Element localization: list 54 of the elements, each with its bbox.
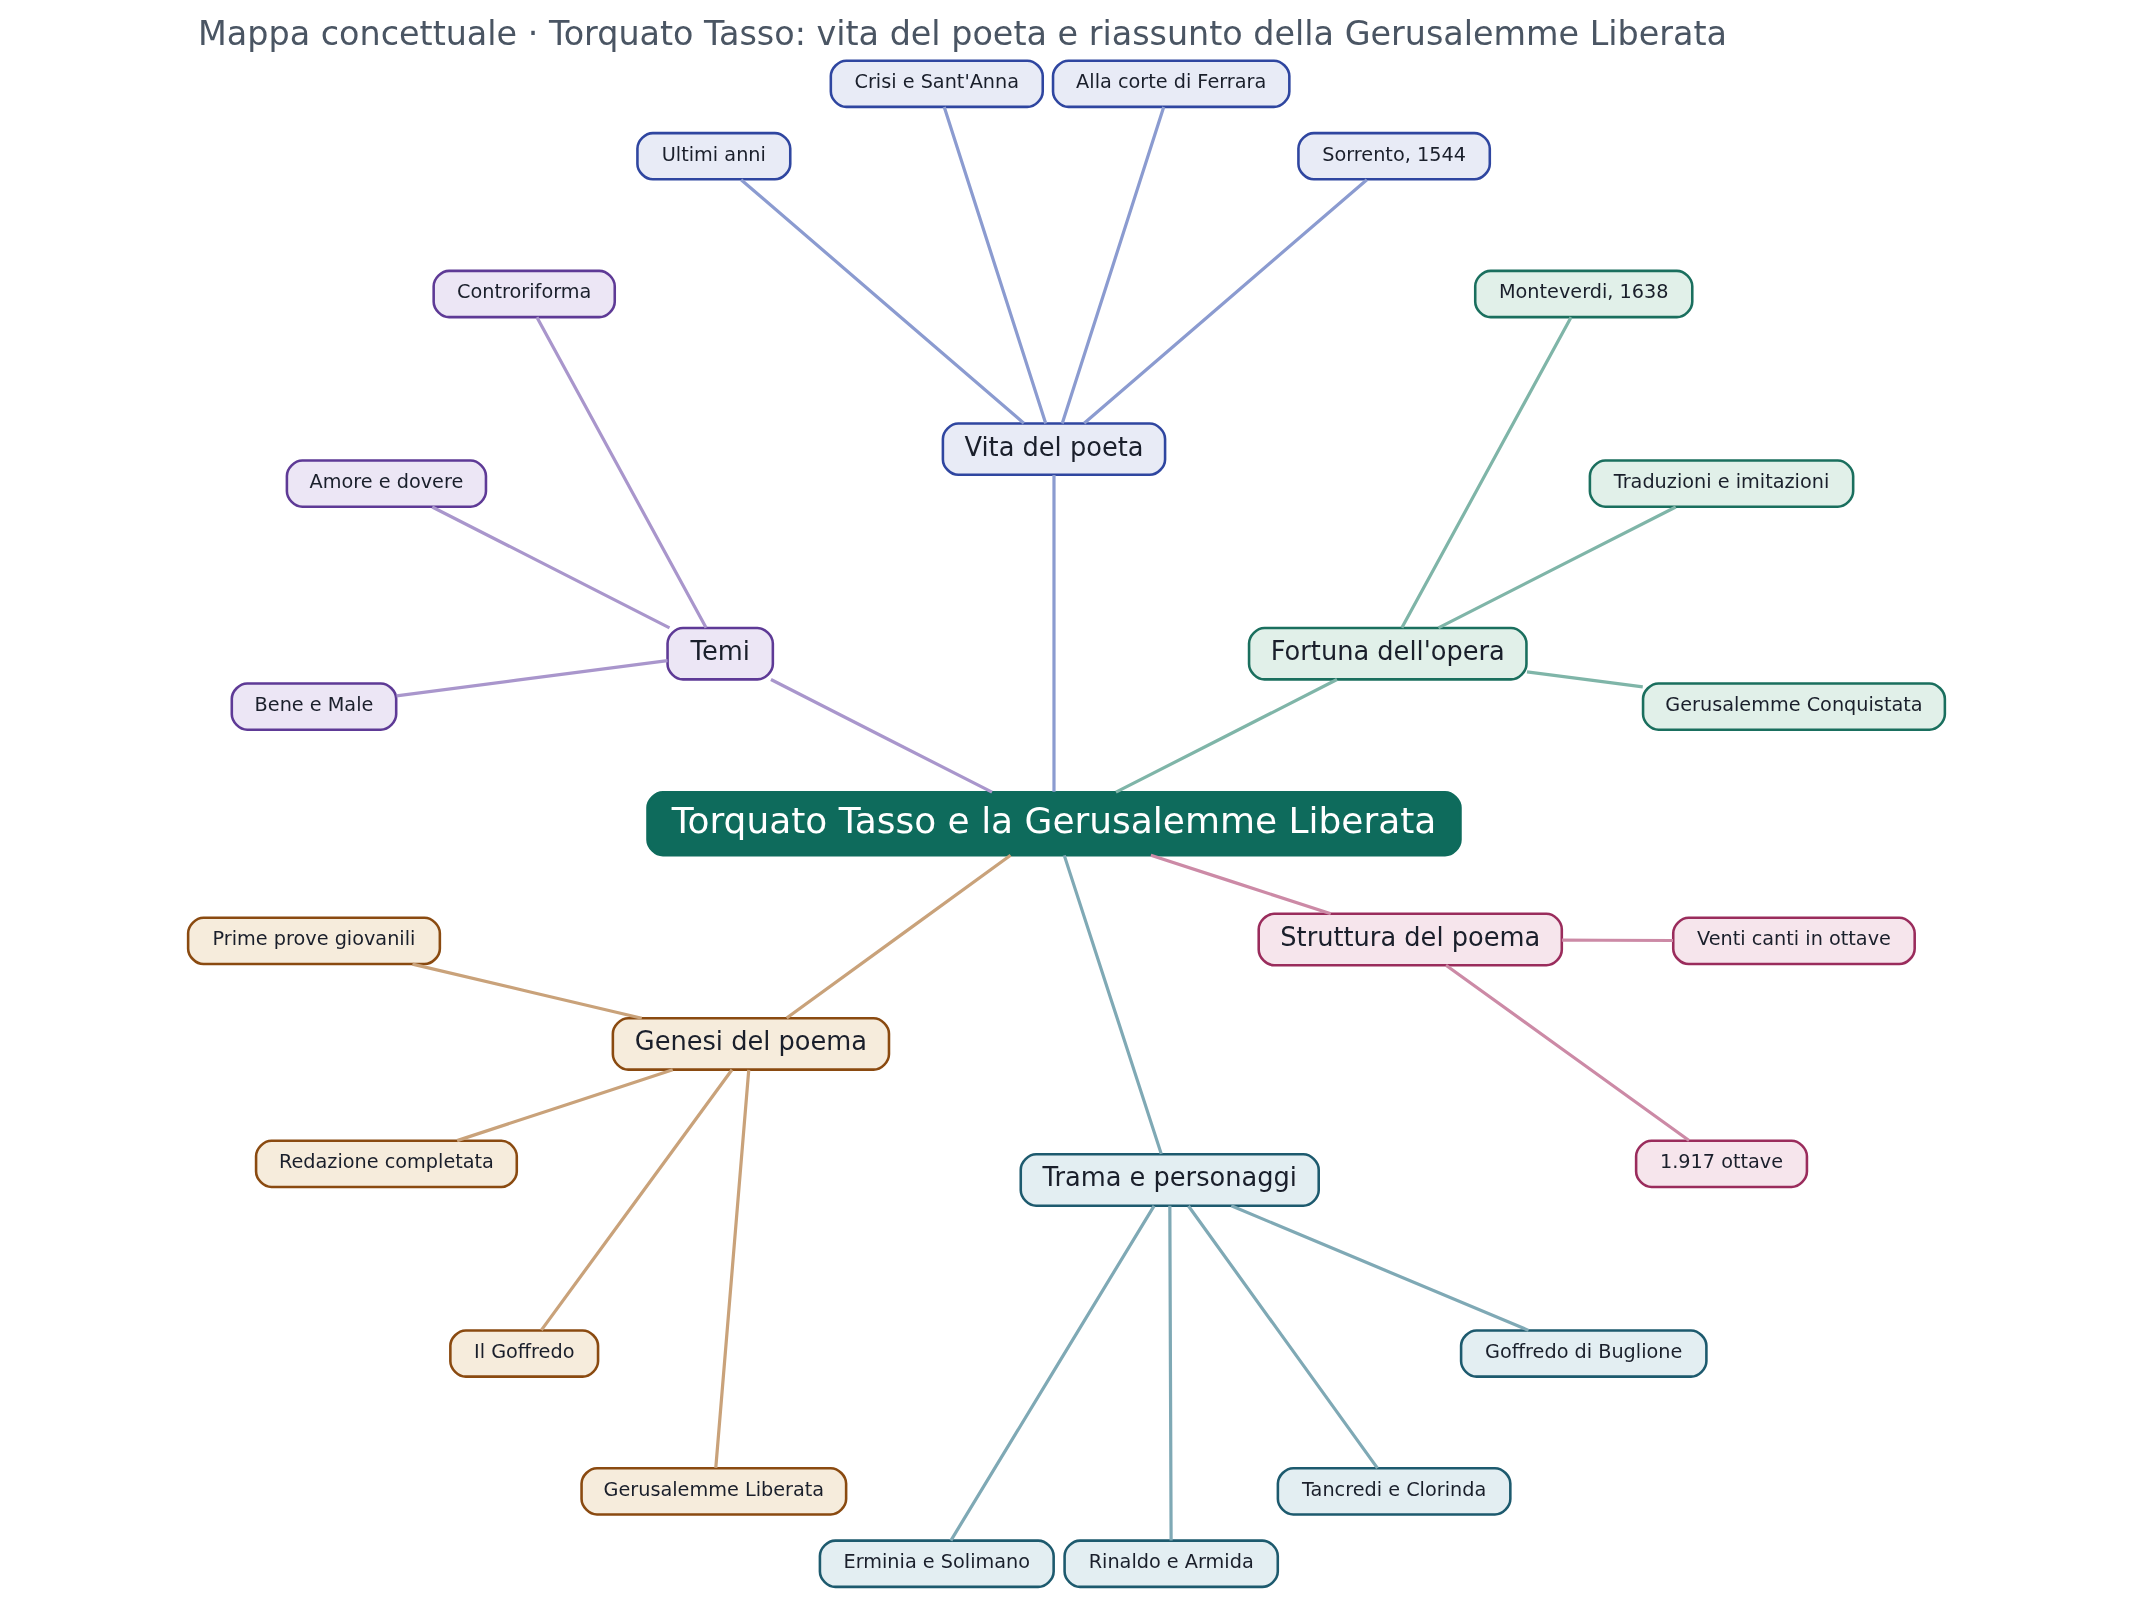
node-box: Goffredo di Buglione — [1459, 1329, 1708, 1378]
connector — [1168, 1205, 1173, 1541]
connector — [1150, 853, 1332, 916]
node-box: Crisi e Sant'Anna — [829, 59, 1044, 109]
node-box: Torquato Tasso e la Gerusalemme Liberata — [646, 791, 1462, 857]
connector — [1445, 963, 1690, 1142]
node-box: Gerusalemme Conquistata — [1641, 682, 1947, 731]
connector — [770, 678, 993, 794]
node-box: 1.917 ottave — [1634, 1139, 1809, 1189]
connector — [1083, 178, 1368, 425]
connector — [456, 1068, 674, 1143]
node-box: Monteverdi, 1638 — [1473, 269, 1694, 319]
node-box: Venti canti in ottave — [1671, 916, 1916, 966]
node-box: Trama e personaggi — [1019, 1153, 1320, 1207]
node-box: Traduzioni e imitazioni — [1588, 459, 1855, 509]
connector — [1115, 678, 1338, 794]
connector — [1400, 316, 1573, 629]
node-box: Il Goffredo — [449, 1329, 600, 1378]
connector — [396, 658, 668, 698]
connector — [714, 1069, 751, 1469]
connector — [785, 854, 1012, 1020]
connector — [1052, 474, 1056, 792]
connector — [1062, 854, 1163, 1155]
node-box: Fortuna dell'opera — [1247, 626, 1528, 681]
node-box: Gerusalemme Liberata — [580, 1466, 848, 1516]
connector — [1230, 1204, 1530, 1332]
connector — [1437, 505, 1677, 630]
node-box: Erminia e Solimano — [818, 1539, 1055, 1589]
diagram-title: Mappa concettuale · Torquato Tasso: vita del poeta e riassunto della Gerusalemme Liberata — [198, 13, 1728, 53]
connector — [740, 178, 1025, 425]
node-box: Genesi del poema — [611, 1016, 891, 1071]
node-box: Amore e dovere — [285, 459, 488, 509]
connector — [431, 505, 671, 630]
node-box: Ultimi anni — [636, 131, 792, 181]
connector — [942, 106, 1048, 424]
node-box: Redazione completata — [254, 1139, 519, 1189]
node-box: Controriforma — [432, 269, 617, 319]
node-box: Bene e Male — [230, 682, 398, 731]
connector — [535, 316, 708, 629]
connector — [1561, 938, 1673, 943]
connector — [1187, 1205, 1379, 1470]
node-box: Prime prove giovanili — [186, 916, 442, 966]
connector — [949, 1204, 1156, 1542]
node-box: Vita del poeta — [941, 422, 1167, 477]
node-box: Tancredi e Clorinda — [1276, 1466, 1512, 1516]
connector — [540, 1068, 734, 1332]
node-box: Sorrento, 1544 — [1297, 131, 1492, 181]
node-box: Alla corte di Ferrara — [1051, 59, 1291, 109]
connector — [1060, 106, 1166, 424]
node-box: Struttura del poema — [1257, 912, 1564, 967]
node-box: Rinaldo e Armida — [1063, 1539, 1280, 1589]
connector — [412, 962, 643, 1020]
connector — [1526, 670, 1643, 689]
node-box: Temi — [666, 626, 775, 681]
